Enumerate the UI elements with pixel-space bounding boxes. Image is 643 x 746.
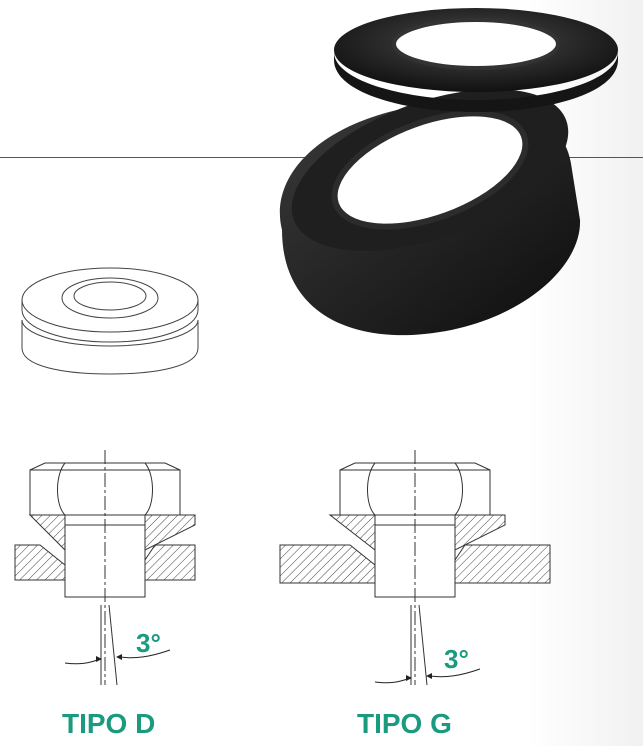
section-drawing-g [279,450,551,686]
type-g-label: TIPO G [357,708,452,739]
angle-label-d: 3° [136,628,161,658]
section-drawing-d [14,450,196,686]
washer-line-drawing [21,267,199,375]
angle-label-g: 3° [444,644,469,674]
washer-photo [279,8,618,336]
type-d-label: TIPO D [62,708,156,739]
